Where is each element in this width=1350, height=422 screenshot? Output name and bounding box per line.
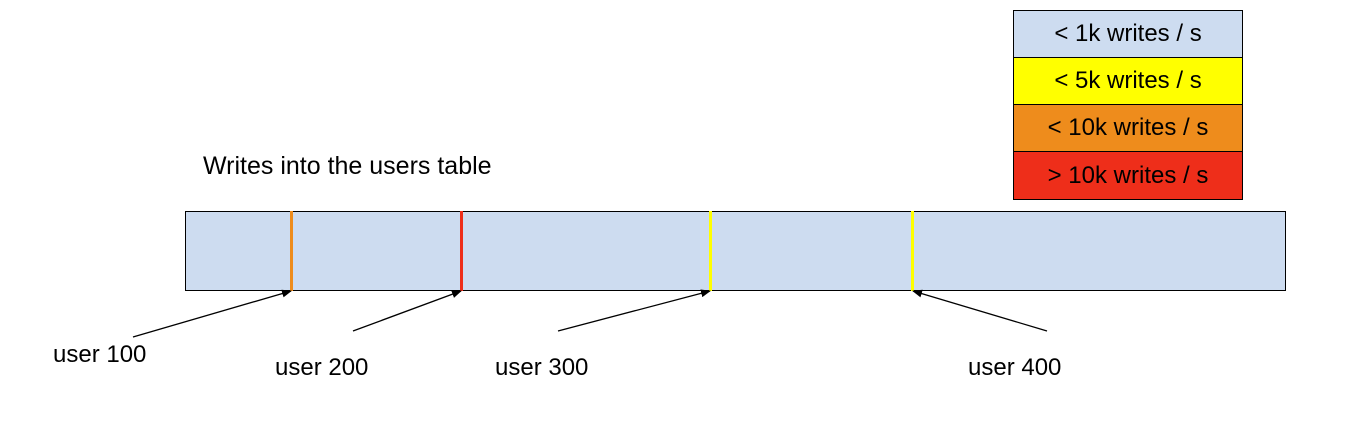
arrow-user-400 bbox=[912, 289, 1048, 332]
legend: < 1k writes / s < 5k writes / s < 10k wr… bbox=[1013, 10, 1243, 200]
label-user-100: user 100 bbox=[53, 341, 147, 368]
legend-item-under-10k: < 10k writes / s bbox=[1014, 105, 1242, 152]
legend-item-under-1k: < 1k writes / s bbox=[1014, 11, 1242, 58]
users-table-bar bbox=[185, 211, 1286, 291]
arrow-user-300 bbox=[557, 289, 711, 332]
label-user-200: user 200 bbox=[275, 354, 369, 381]
diagram-title: Writes into the users table bbox=[203, 152, 492, 180]
marker-user-200 bbox=[460, 211, 463, 291]
legend-item-over-10k: > 10k writes / s bbox=[1014, 152, 1242, 199]
marker-user-400 bbox=[911, 211, 914, 291]
label-user-400: user 400 bbox=[968, 354, 1062, 381]
arrow-user-100 bbox=[132, 289, 292, 338]
legend-item-under-5k: < 5k writes / s bbox=[1014, 58, 1242, 105]
marker-user-100 bbox=[290, 211, 293, 291]
label-user-300: user 300 bbox=[495, 354, 589, 381]
marker-user-300 bbox=[709, 211, 712, 291]
arrow-user-200 bbox=[352, 290, 462, 332]
